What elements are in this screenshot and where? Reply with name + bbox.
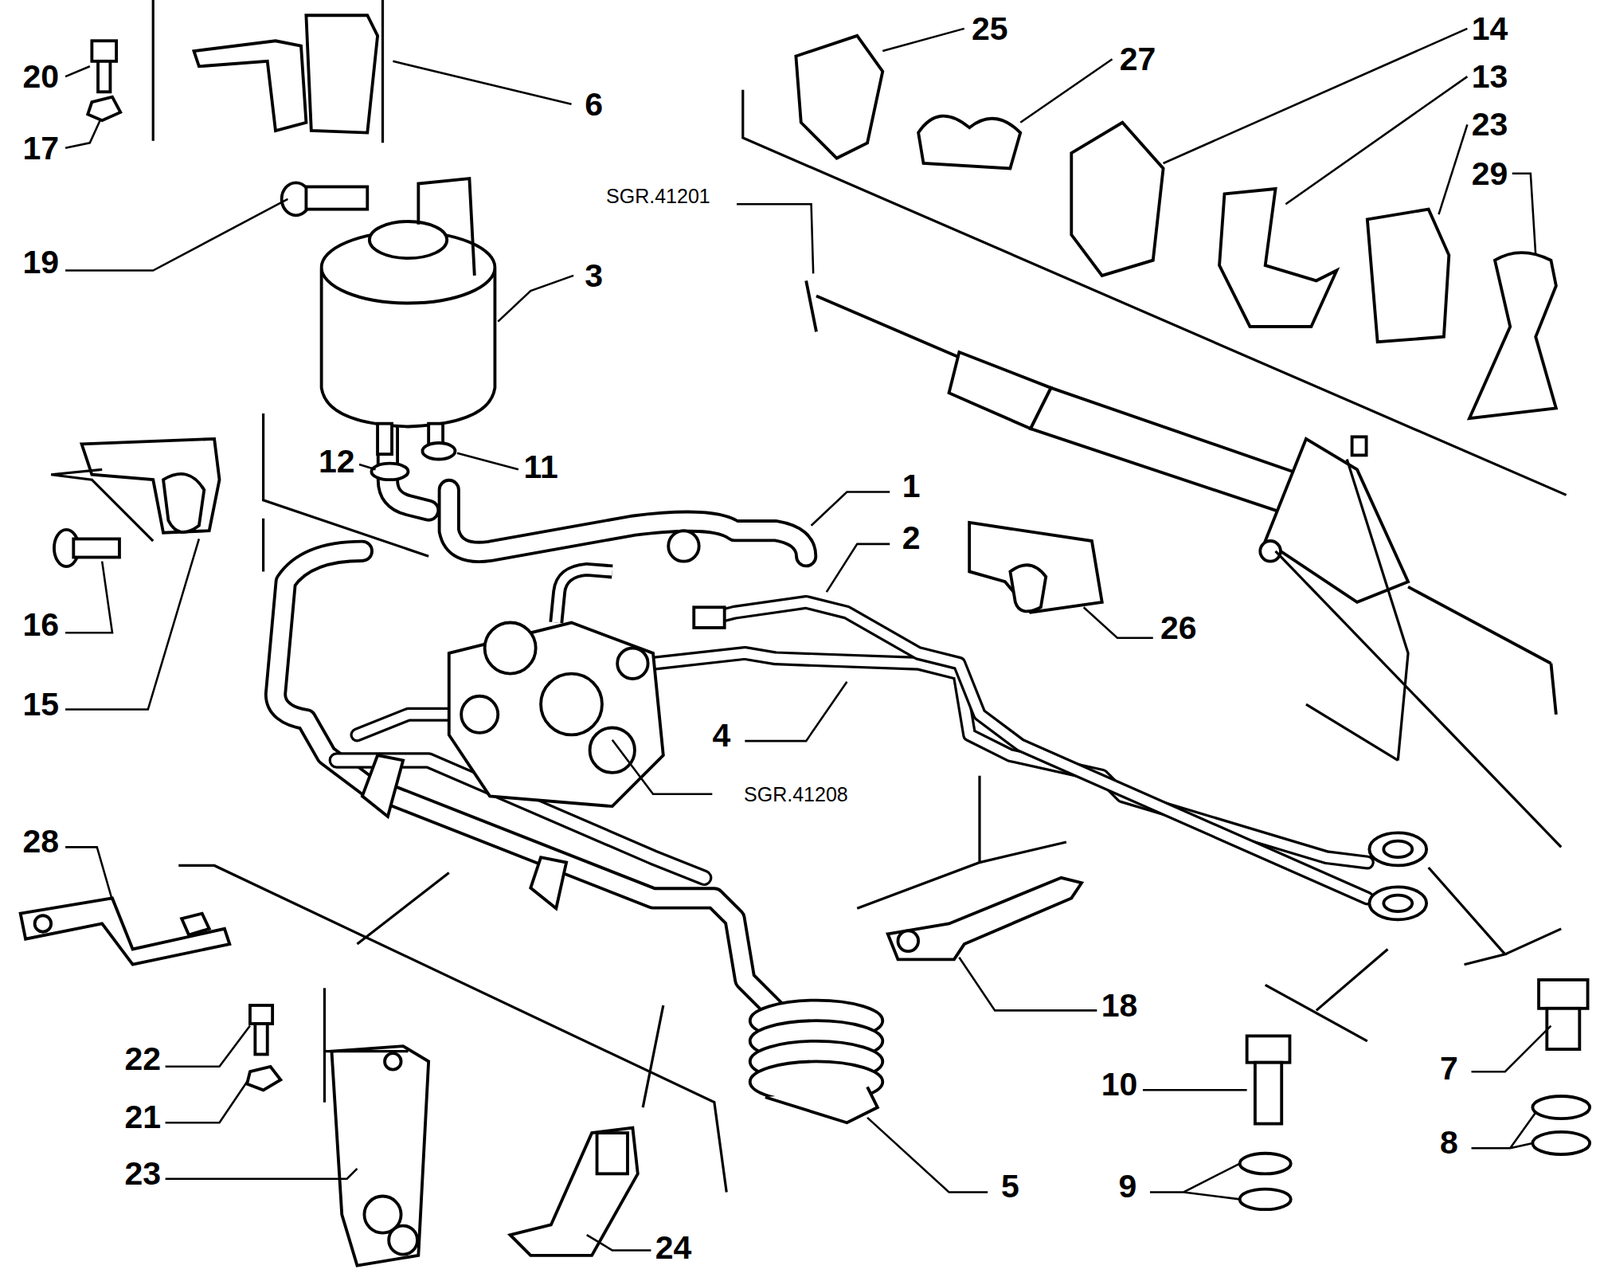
callout-number: 20 xyxy=(19,60,62,94)
callout-number: 15 xyxy=(19,688,62,721)
callout-number: 23 xyxy=(1469,108,1511,141)
callout-number: 13 xyxy=(1469,60,1511,94)
callout-number: 16 xyxy=(19,608,62,642)
callout-number: 27 xyxy=(1117,43,1159,76)
callout-number: 17 xyxy=(19,131,62,165)
part-code: SGR.41208 xyxy=(741,783,851,804)
callout-number: 6 xyxy=(582,87,606,121)
callout-number: 7 xyxy=(1437,1052,1461,1085)
callout-number: 10 xyxy=(1099,1067,1141,1100)
callout-number: 22 xyxy=(122,1041,165,1075)
callout-number: 26 xyxy=(1157,610,1200,644)
callout-number: 21 xyxy=(122,1099,165,1133)
callout-number: 25 xyxy=(969,11,1011,45)
callout-number: 3 xyxy=(582,258,606,292)
callout-number: 14 xyxy=(1469,11,1511,45)
callout-number: 4 xyxy=(709,718,733,752)
callout-number: 1 xyxy=(899,469,924,502)
callout-number: 19 xyxy=(19,246,62,279)
callout-number: 2 xyxy=(899,521,924,555)
part-code: SGR.41201 xyxy=(603,186,713,207)
callout-number: 24 xyxy=(653,1230,695,1264)
callout-number: 11 xyxy=(520,449,560,483)
callout-number: 23 xyxy=(122,1157,165,1190)
callout-number: 18 xyxy=(1099,989,1141,1022)
callout-number: 5 xyxy=(998,1169,1022,1202)
callout-number: 9 xyxy=(1115,1169,1139,1202)
callout-number: 8 xyxy=(1437,1125,1461,1158)
callout-number: 29 xyxy=(1469,156,1511,190)
callout-number: 12 xyxy=(316,445,358,478)
callout-number: 28 xyxy=(19,824,62,857)
